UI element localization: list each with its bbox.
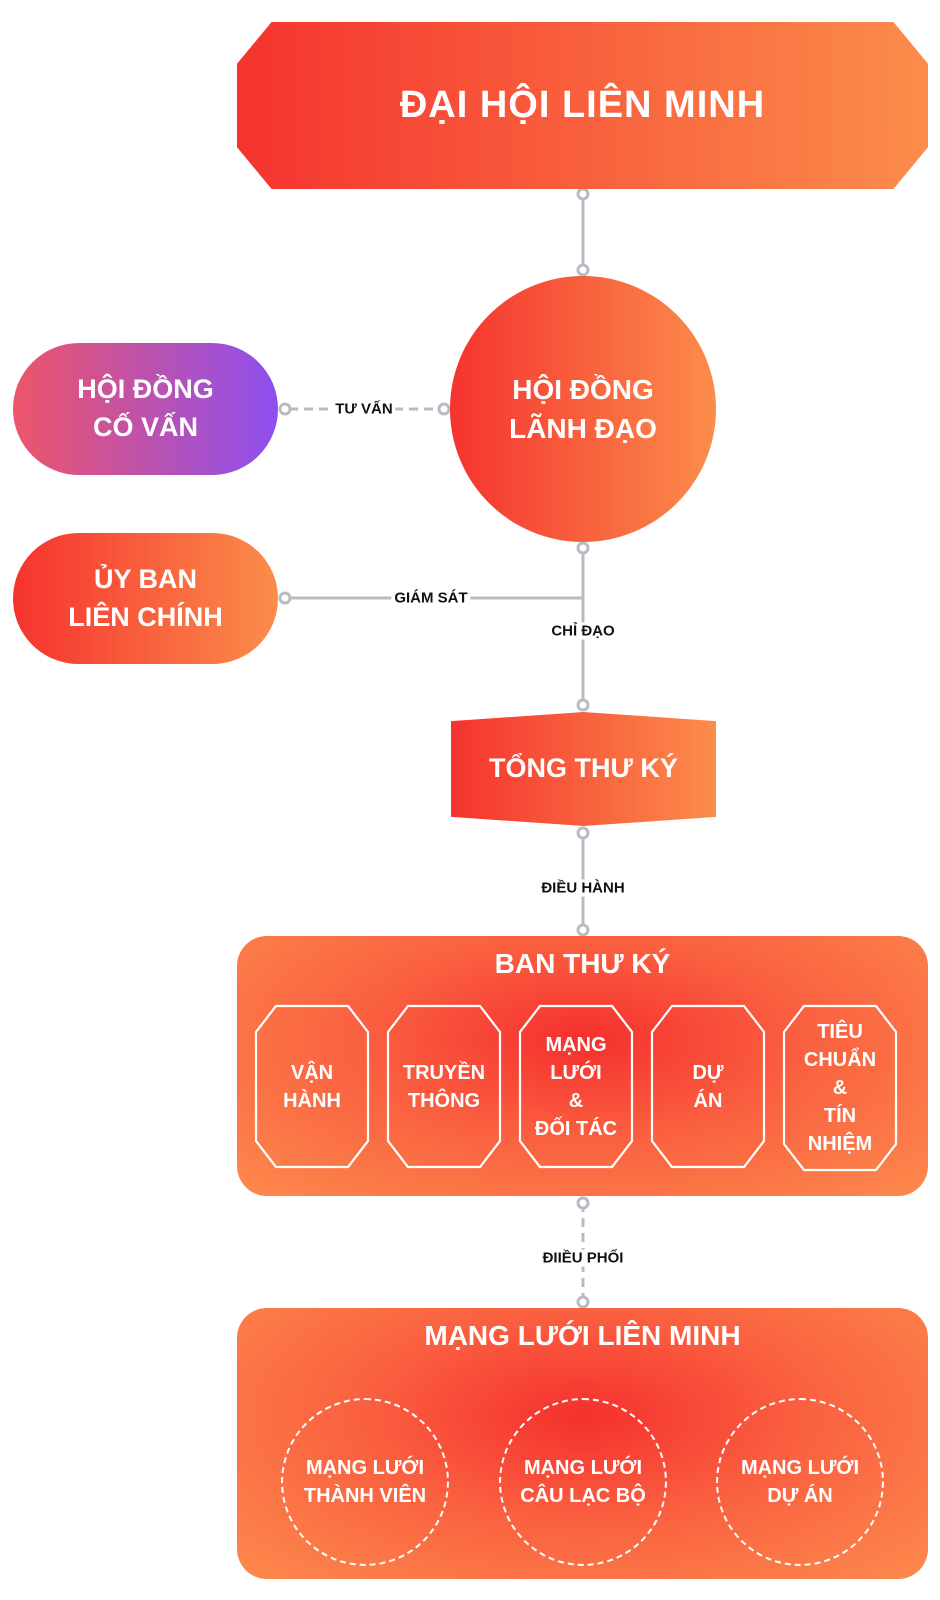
- unit-label-line: NHIỆM: [807, 1133, 873, 1155]
- unit-label-line: HÀNH: [283, 1089, 341, 1112]
- committee-label-line2: LIÊN CHÍNH: [68, 601, 223, 632]
- network-group-label-line: MẠNG LƯỚI: [740, 1457, 860, 1479]
- unit-label-line: LƯỚI: [550, 1061, 602, 1084]
- unit-label-line: &: [568, 1089, 584, 1112]
- edge-label-supervise: GIÁM SÁT: [391, 589, 471, 607]
- secretariat-unit-label: VẬN HÀNH: [254, 1004, 370, 1169]
- edge-label-manage: ĐIỀU HÀNH: [538, 879, 628, 897]
- network-group-label-line: DỰ ÁN: [767, 1485, 833, 1507]
- network-group: MẠNG LƯỚI CÂU LẠC BỘ: [499, 1398, 667, 1566]
- secretariat-unit: VẬN HÀNH: [254, 1004, 370, 1169]
- network-group: MẠNG LƯỚI THÀNH VIÊN: [281, 1398, 449, 1566]
- committee-label-line1: ỦY BAN: [93, 563, 198, 594]
- secretariat-unit: TIÊU CHUẨN & TÍN NHIỆM: [782, 1004, 898, 1172]
- leadership-label-line1: HỘI ĐỒNG: [512, 373, 654, 405]
- congress-label: ĐẠI HỘI LIÊN MINH: [399, 83, 766, 126]
- secretariat-unit: MẠNG LƯỚI & ĐỐI TÁC: [518, 1004, 634, 1169]
- committee-node: ỦY BAN LIÊN CHÍNH: [13, 533, 278, 664]
- congress-node: ĐẠI HỘI LIÊN MINH: [237, 22, 928, 189]
- octagon-frame: [386, 1004, 502, 1169]
- network-group-label-line: THÀNH VIÊN: [303, 1485, 427, 1507]
- network-group-label-line: CÂU LẠC BỘ: [520, 1485, 646, 1507]
- unit-label-line: DỰ: [692, 1061, 724, 1084]
- unit-label-line: ÁN: [693, 1089, 723, 1112]
- secretary-general-label: TỔNG THƯ KÝ: [489, 753, 678, 784]
- octagon-frame: [254, 1004, 370, 1169]
- unit-label-line: TÍN: [823, 1105, 857, 1127]
- unit-label-line: THÔNG: [407, 1089, 481, 1112]
- network-title: MẠNG LƯỚI LIÊN MINH: [424, 1320, 741, 1351]
- secretariat-unit-label: TIÊU CHUẨN & TÍN NHIỆM: [782, 1004, 898, 1172]
- network-group-label-line: MẠNG LƯỚI: [523, 1457, 643, 1479]
- secretariat-unit-label: TRUYỀN THÔNG: [386, 1004, 502, 1169]
- secretariat-title: BAN THƯ KÝ: [494, 948, 671, 979]
- unit-label-line: CHUẨN: [803, 1049, 877, 1071]
- network-group-label-line: MẠNG LƯỚI: [305, 1457, 425, 1479]
- secretariat-unit: TRUYỀN THÔNG: [386, 1004, 502, 1169]
- unit-label-line: VẬN: [290, 1061, 334, 1084]
- octagon-frame: [518, 1004, 634, 1169]
- unit-label-line: &: [832, 1077, 848, 1099]
- unit-label-line: MẠNG: [545, 1033, 607, 1056]
- unit-label-line: ĐỐI TÁC: [534, 1117, 618, 1140]
- secretariat-panel: BAN THƯ KÝ VẬN HÀNH TRUYỀN THÔNG MẠNG LƯỚI & ĐỐ…: [237, 936, 928, 1196]
- advisory-council-node: HỘI ĐỒNG CỐ VẤN: [13, 343, 278, 475]
- secretary-general-node: TỔNG THƯ KÝ: [451, 712, 716, 826]
- unit-label-line: TRUYỀN: [402, 1061, 486, 1084]
- edge-label-coordinate: ĐIIỀU PHỐI: [539, 1249, 627, 1267]
- octagon-frame: [782, 1004, 898, 1172]
- leadership-council-node: HỘI ĐỒNG LÃNH ĐẠO: [450, 276, 716, 542]
- network-group: MẠNG LƯỚI DỰ ÁN: [716, 1398, 884, 1566]
- advisory-label-line1: HỘI ĐỒNG: [77, 374, 214, 405]
- secretariat-unit-label: MẠNG LƯỚI & ĐỐI TÁC: [518, 1004, 634, 1169]
- leadership-label-line2: LÃNH ĐẠO: [509, 413, 657, 444]
- edge-label-advise: TƯ VẤN: [332, 400, 396, 418]
- advisory-label-line2: CỐ VẤN: [92, 412, 198, 442]
- secretariat-unit: DỰ ÁN: [650, 1004, 766, 1169]
- octagon-frame: [650, 1004, 766, 1169]
- unit-label-line: TIÊU: [817, 1021, 863, 1043]
- secretariat-unit-label: DỰ ÁN: [650, 1004, 766, 1169]
- edge-label-direct: CHỈ ĐẠO: [548, 622, 618, 640]
